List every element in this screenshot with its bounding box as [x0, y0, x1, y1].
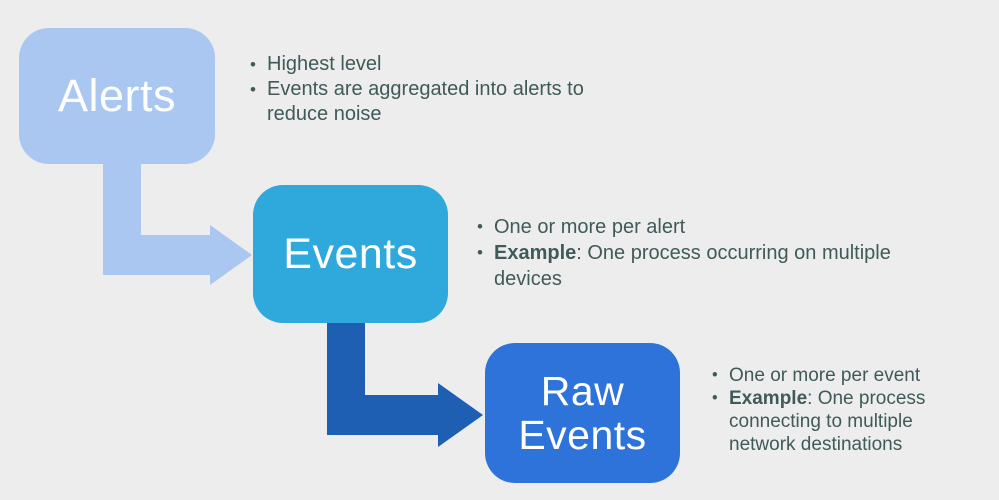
- node-events-label: Events: [283, 229, 418, 278]
- node-raw-events-label: Raw Events: [518, 367, 647, 458]
- note-item-text: Events are aggregated into alerts to red…: [267, 78, 584, 125]
- note-item: Events are aggregated into alerts to red…: [248, 77, 616, 127]
- note-item-prefix: Example: [729, 388, 808, 409]
- note-item: Highest level: [248, 52, 616, 77]
- note-item-text: Highest level: [267, 53, 382, 75]
- note-item: One or more per alert: [475, 214, 930, 240]
- note-item-text: One or more per event: [729, 365, 921, 386]
- note-item: Example: One process connecting to multi…: [710, 387, 930, 456]
- arrow-events-to-raw-events-icon: [327, 315, 483, 447]
- note-item-text: : One process connecting to multiple net…: [729, 388, 926, 455]
- note-item-text: One or more per alert: [494, 216, 686, 238]
- note-item-prefix: Example: [494, 242, 577, 264]
- arrow-alerts-to-events-icon: [103, 155, 252, 285]
- node-alerts-label: Alerts: [57, 69, 177, 121]
- note-item: Example: One process occurring on multip…: [475, 240, 930, 292]
- notes-raw-events: One or more per event Example: One proce…: [710, 364, 930, 456]
- node-alerts: Alerts: [19, 28, 215, 164]
- notes-events: One or more per alert Example: One proce…: [475, 214, 930, 292]
- note-item: One or more per event: [710, 364, 930, 387]
- notes-alerts: Highest level Events are aggregated into…: [248, 52, 616, 127]
- node-raw-events: Raw Events: [485, 343, 680, 483]
- node-events: Events: [253, 185, 448, 323]
- note-item-text: : One process occurring on multiple devi…: [494, 242, 891, 290]
